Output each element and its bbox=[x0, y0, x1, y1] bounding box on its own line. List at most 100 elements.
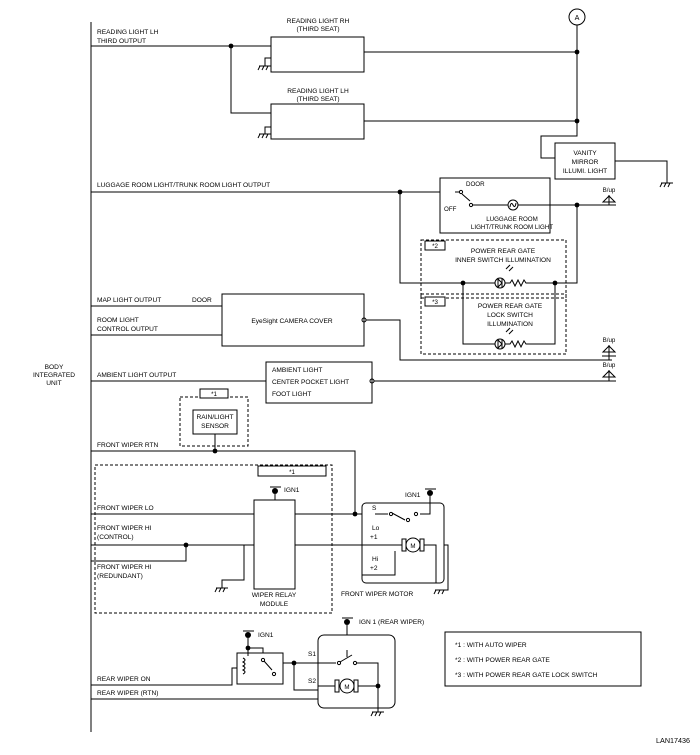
motor-lo-label-1: Lo bbox=[372, 525, 380, 532]
reading-rh-label-1: READING LIGHT RH bbox=[287, 18, 350, 25]
connector-a-label: A bbox=[575, 13, 580, 22]
motor-hi-internal bbox=[362, 551, 396, 576]
ambient-output-label: AMBIENT LIGHT OUTPUT bbox=[97, 372, 176, 379]
reading-lh-feed-wire bbox=[230, 46, 271, 114]
ambient-light-label-2: CENTER POCKET LIGHT bbox=[272, 379, 349, 386]
power-gate-inner-label-1: POWER REAR GATE bbox=[471, 248, 536, 255]
front-wiper-hi-control-label-2: (CONTROL) bbox=[97, 534, 134, 541]
rear-wiper-motor-box bbox=[317, 634, 396, 709]
body-unit-label-3: UNIT bbox=[46, 380, 61, 387]
rear-wiper-rtn-label: REAR WIPER (RTN) bbox=[97, 690, 158, 697]
bup-label-1: B/up bbox=[603, 187, 616, 194]
park-switch-icon bbox=[318, 650, 379, 706]
power-gate-lock-label-2: LOCK SWITCH bbox=[487, 312, 533, 319]
led-icon bbox=[494, 327, 514, 350]
s1-label: S1 bbox=[308, 651, 316, 658]
front-wiper-motor-label: FRONT WIPER MOTOR bbox=[341, 591, 414, 598]
motor-s-label: S bbox=[372, 505, 377, 512]
eyesight-camera-cover-box bbox=[221, 293, 365, 347]
ground-wire bbox=[264, 57, 271, 66]
ign-terminal-icon bbox=[427, 490, 433, 496]
note1-tag-box bbox=[257, 465, 327, 477]
note2-region bbox=[420, 239, 567, 299]
note3-tag-box bbox=[424, 296, 446, 307]
junction-dot bbox=[352, 511, 358, 517]
ign-terminal-icon bbox=[344, 619, 350, 625]
reading-lh-label-1: READING LIGHT LH bbox=[287, 88, 349, 95]
reading-light-lh-box bbox=[270, 103, 365, 140]
battery-backup-icon bbox=[601, 370, 617, 382]
note3-tag: *3 bbox=[432, 299, 438, 306]
ign-terminal-icon bbox=[272, 488, 278, 494]
motor-lo-label-2: +1 bbox=[370, 534, 378, 541]
door-switch-icon bbox=[455, 189, 508, 208]
ign1-label-3: IGN1 bbox=[258, 632, 274, 639]
note3-region bbox=[420, 293, 567, 355]
ground-icon bbox=[257, 65, 271, 71]
note1-rain-region bbox=[179, 396, 249, 447]
junction-dot bbox=[574, 49, 580, 55]
wiper-relay-label-1: WIPER RELAY bbox=[252, 592, 297, 599]
ign1-rear-wiper-label: IGN 1 (REAR WIPER) bbox=[359, 619, 424, 626]
front-wiper-rtn-wire bbox=[91, 450, 356, 514]
note1-relay-region bbox=[94, 464, 333, 614]
note-2: *2 : WITH POWER REAR GATE bbox=[455, 657, 550, 664]
relay-switch-icon bbox=[260, 657, 277, 677]
room-light-label-1: ROOM LIGHT bbox=[97, 317, 139, 324]
battery-backup-icon bbox=[601, 195, 617, 206]
led-icon bbox=[494, 264, 514, 289]
notes-box bbox=[444, 631, 642, 687]
battery-backup-icon bbox=[601, 345, 617, 360]
rear-wiper-on-wire bbox=[91, 667, 237, 686]
wiper-relay-module-box bbox=[253, 499, 296, 590]
junction-dot bbox=[375, 683, 381, 689]
door-output-label: DOOR bbox=[192, 297, 212, 304]
body-unit-label-2: INTEGRATED bbox=[33, 372, 75, 379]
rear-relay-box bbox=[236, 652, 284, 685]
map-output-label: MAP LIGHT OUTPUT bbox=[97, 297, 161, 304]
note1-tag-box bbox=[199, 388, 229, 399]
note2-tag: *2 bbox=[432, 243, 438, 250]
door-switch-label: DOOR bbox=[466, 181, 485, 188]
room-light-label-2: CONTROL OUTPUT bbox=[97, 326, 158, 333]
ground-icon bbox=[257, 133, 271, 139]
vanity-ground-wire bbox=[615, 160, 668, 183]
vanity-feed-wire bbox=[540, 121, 578, 159]
front-wiper-lo-label: FRONT WIPER LO bbox=[97, 505, 154, 512]
ign1-label-2: IGN1 bbox=[405, 492, 421, 499]
relay-ground-wire bbox=[221, 544, 254, 588]
luggage-output-label: LUGGAGE ROOM LIGHT/TRUNK ROOM LIGHT OUTP… bbox=[97, 182, 270, 189]
reading-lh-label-2: (THIRD SEAT) bbox=[296, 96, 339, 103]
ground-icon bbox=[214, 587, 228, 593]
motor-m-label: M bbox=[410, 543, 415, 550]
motor-ign-wire bbox=[420, 496, 431, 515]
luggage-branch-wire bbox=[399, 192, 463, 284]
wiper-relay-label-2: MODULE bbox=[260, 601, 289, 608]
front-wiper-hi-redundant-label-1: FRONT WIPER HI bbox=[97, 564, 152, 571]
note1-tag-2: *1 bbox=[289, 469, 295, 476]
front-wiper-motor-box bbox=[361, 502, 445, 584]
motor-ground-internal bbox=[424, 544, 437, 583]
motor-hi-label-1: Hi bbox=[372, 556, 379, 563]
front-wiper-hi-control-label-1: FRONT WIPER HI bbox=[97, 525, 152, 532]
vanity-mirror-box bbox=[554, 142, 616, 180]
diagram-id: LAN17436 bbox=[656, 736, 690, 745]
rear-wiper-on-label: REAR WIPER ON bbox=[97, 676, 151, 683]
note2-tag-box bbox=[424, 240, 446, 251]
eyesight-bup-wire bbox=[366, 319, 612, 361]
s2-label: S2 bbox=[308, 678, 316, 685]
ground-icon bbox=[659, 182, 673, 188]
front-wiper-hi-redundant-label-2: (REDUNDANT) bbox=[97, 573, 143, 580]
ign-terminal-icon bbox=[245, 632, 251, 638]
s2-wire bbox=[283, 662, 318, 691]
power-gate-lock-label-3: ILLUMINATION bbox=[487, 321, 533, 328]
rain-sensor-label-1: RAIN/LIGHT bbox=[196, 414, 233, 421]
luggage-light-label-2: LIGHT/TRUNK ROOM LIGHT bbox=[471, 224, 553, 231]
vanity-label-2: MIRROR bbox=[572, 159, 599, 166]
rain-light-sensor-box bbox=[192, 409, 238, 435]
vanity-label-1: VANITY bbox=[573, 150, 597, 157]
reading-rh-label-2: (THIRD SEAT) bbox=[296, 26, 339, 33]
ambient-light-box bbox=[265, 361, 373, 404]
eyesight-label: EyeSight CAMERA COVER bbox=[251, 318, 333, 325]
